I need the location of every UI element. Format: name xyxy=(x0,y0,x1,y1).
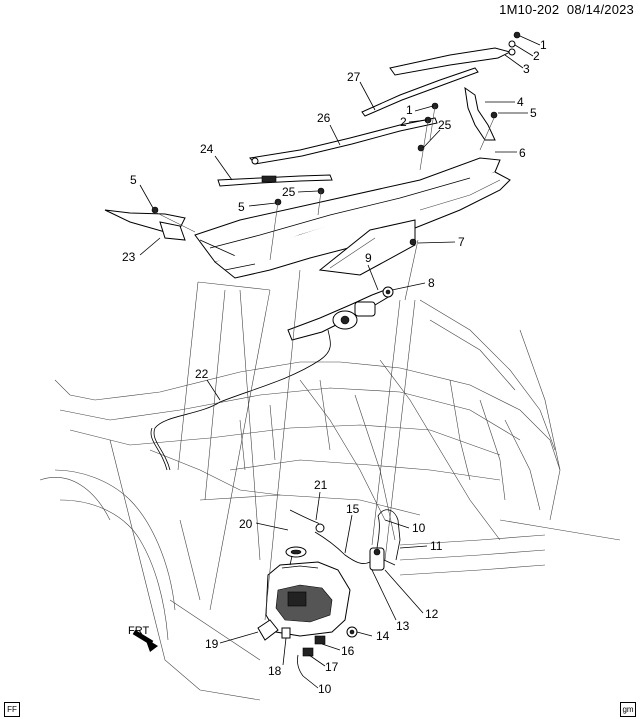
callout-8: 8 xyxy=(428,276,435,290)
vehicle-front-structure xyxy=(39,299,621,701)
wiper-arm-right xyxy=(389,47,516,76)
cowl-side-extension-left xyxy=(104,209,186,241)
callout-26: 26 xyxy=(317,111,331,125)
callout-20: 20 xyxy=(239,517,253,531)
callout-5-c: 5 xyxy=(238,200,245,214)
front-direction-label: FRT xyxy=(128,625,149,637)
footer-badge-left: FF xyxy=(4,702,20,717)
front-direction-arrow: FRT xyxy=(128,625,158,652)
callout-7: 7 xyxy=(458,235,465,249)
callout-5-b: 5 xyxy=(130,173,137,187)
callout-25: 25 xyxy=(438,118,452,132)
callout-15: 15 xyxy=(346,502,360,516)
fasteners xyxy=(151,31,521,246)
washer-hose xyxy=(150,329,331,471)
callout-9: 9 xyxy=(365,251,372,265)
callout-numbers: 1 2 3 27 1 4 5 26 2 25 6 24 5 25 5 23 7 … xyxy=(122,38,547,696)
callout-14: 14 xyxy=(376,629,390,643)
callout-27: 27 xyxy=(347,70,361,84)
footer-badge-right: gm xyxy=(620,702,636,717)
cowl-vent-screen xyxy=(318,219,416,276)
washer-fluid-hoses xyxy=(289,509,401,564)
callout-4: 4 xyxy=(517,95,524,109)
leader-lines xyxy=(139,35,541,689)
callout-13: 13 xyxy=(396,619,410,633)
callout-18: 18 xyxy=(268,664,282,678)
callout-6: 6 xyxy=(519,146,526,160)
wiper-blade-right xyxy=(361,67,479,117)
callout-22: 22 xyxy=(195,367,209,381)
wiper-motor-linkage xyxy=(287,286,394,341)
callout-3: 3 xyxy=(523,62,530,76)
callout-2: 2 xyxy=(533,49,540,63)
callout-17: 17 xyxy=(325,660,339,674)
figure-id: 1M10-202 xyxy=(499,2,560,17)
callout-24: 24 xyxy=(200,142,214,156)
cowl-side-extension-right xyxy=(464,86,496,141)
callout-19: 19 xyxy=(205,637,219,651)
callout-1: 1 xyxy=(540,38,547,52)
callout-10-b: 10 xyxy=(318,682,332,696)
callout-16: 16 xyxy=(341,644,355,658)
callout-2-b: 2 xyxy=(400,115,407,129)
callout-23: 23 xyxy=(122,250,136,264)
wiper-blade-left xyxy=(217,174,333,187)
callout-25-b: 25 xyxy=(282,185,296,199)
figure-date: 08/14/2023 xyxy=(566,2,634,17)
wiper-arm-left xyxy=(249,117,438,165)
callout-10: 10 xyxy=(412,521,426,535)
callout-11: 11 xyxy=(430,539,443,553)
callout-5: 5 xyxy=(530,106,537,120)
cowl-panel xyxy=(194,157,511,279)
guide-lines xyxy=(154,105,495,621)
washer-pump xyxy=(369,515,396,571)
callout-12: 12 xyxy=(425,607,439,621)
callout-21: 21 xyxy=(314,478,328,492)
figure-header: 1M10-202 08/14/2023 xyxy=(499,2,634,17)
washer-reservoir xyxy=(265,546,351,637)
callout-1-b: 1 xyxy=(406,103,413,117)
reservoir-lower-fittings xyxy=(257,619,358,677)
